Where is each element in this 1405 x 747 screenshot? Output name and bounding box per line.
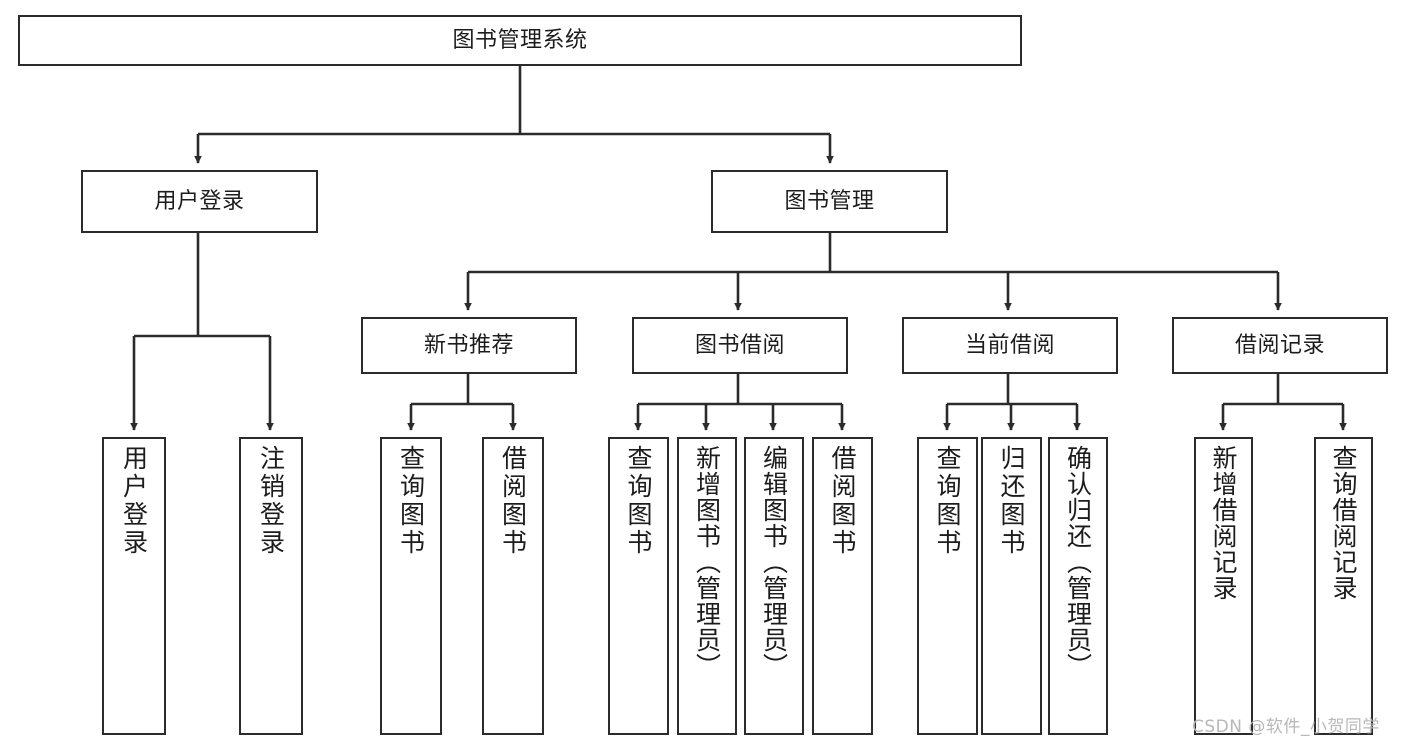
node-label: 用户登录: [154, 188, 245, 214]
node-label: 编辑图书（管理员）: [759, 445, 789, 679]
node-label: 查询图书: [396, 445, 426, 557]
node-label: 借阅图书: [498, 445, 528, 557]
node-label: 查询图书: [933, 445, 962, 557]
node-borrow-record[interactable]: 借阅记录: [1172, 317, 1388, 374]
node-leaf-user-login[interactable]: 用户登录: [102, 437, 166, 735]
node-label: 借阅记录: [1234, 332, 1325, 358]
node-label: 确认归还（管理员）: [1063, 445, 1093, 679]
node-leaf-edit-book[interactable]: 编辑图书（管理员）: [744, 437, 804, 735]
node-leaf-query-book-3[interactable]: 查询图书: [917, 437, 978, 735]
node-leaf-query-book-1[interactable]: 查询图书: [380, 437, 442, 735]
node-user-login[interactable]: 用户登录: [81, 170, 318, 233]
node-label: 图书管理系统: [452, 27, 588, 53]
node-label: 注销登录: [256, 445, 286, 557]
node-book-borrow[interactable]: 图书借阅: [632, 317, 848, 374]
node-label: 图书管理: [784, 188, 875, 214]
node-root-system[interactable]: 图书管理系统: [18, 15, 1022, 66]
node-label: 用户登录: [119, 445, 149, 557]
node-leaf-borrow-book-2[interactable]: 借阅图书: [812, 437, 873, 735]
node-new-book-recommend[interactable]: 新书推荐: [361, 317, 577, 374]
node-leaf-return-book[interactable]: 归还图书: [981, 437, 1042, 735]
node-label: 新增图书（管理员）: [692, 445, 722, 679]
node-label: 图书借阅: [694, 332, 785, 358]
node-leaf-query-book-2[interactable]: 查询图书: [608, 437, 669, 735]
node-label: 新增借阅记录: [1209, 445, 1238, 601]
node-label: 归还图书: [997, 445, 1026, 557]
node-current-borrow[interactable]: 当前借阅: [902, 317, 1118, 374]
node-leaf-logout-login[interactable]: 注销登录: [239, 437, 303, 735]
node-book-management[interactable]: 图书管理: [711, 170, 948, 233]
node-label: 新书推荐: [423, 332, 514, 358]
node-leaf-query-record[interactable]: 查询借阅记录: [1314, 437, 1373, 735]
node-leaf-add-book[interactable]: 新增图书（管理员）: [677, 437, 737, 735]
node-leaf-add-record[interactable]: 新增借阅记录: [1194, 437, 1253, 735]
node-label: 借阅图书: [828, 445, 857, 557]
node-label: 查询图书: [624, 445, 653, 557]
node-label: 当前借阅: [964, 332, 1055, 358]
node-leaf-confirm-return[interactable]: 确认归还（管理员）: [1048, 437, 1108, 735]
node-leaf-borrow-book-1[interactable]: 借阅图书: [482, 437, 544, 735]
node-label: 查询借阅记录: [1329, 445, 1358, 601]
